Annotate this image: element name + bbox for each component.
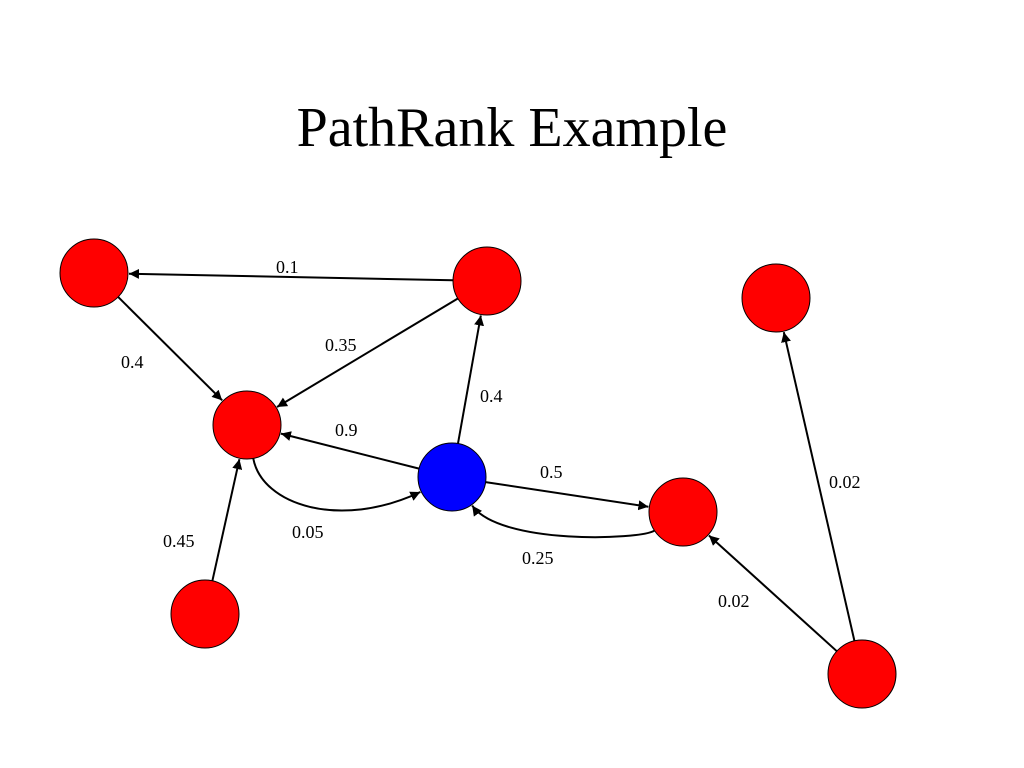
- edges: [117, 268, 856, 652]
- node-top-middle: [452, 246, 522, 316]
- edge-label-bottom-left-to-middle-left: 0.45: [163, 531, 195, 551]
- nodes: [59, 238, 897, 709]
- node-middle-left: [212, 390, 282, 460]
- edge-center-to-top-middle: [456, 315, 485, 444]
- node-top-right: [741, 263, 811, 333]
- edge-label-middle-left-to-center: 0.05: [292, 522, 324, 542]
- edge-bottom-right-to-middle-right: [708, 534, 838, 652]
- edge-bottom-right-to-top-right: [781, 331, 856, 642]
- node-bottom-left: [170, 579, 240, 649]
- edge-top-middle-to-middle-left: [276, 297, 459, 408]
- edge-middle-right-to-center: [471, 505, 656, 539]
- edge-label-top-middle-to-top-left: 0.1: [276, 257, 299, 277]
- edge-labels: 0.1 0.4 0.35 0.4 0.9 0.05 0.5 0.25 0.45 0.02 0.02: [121, 257, 861, 611]
- edge-label-center-to-middle-right: 0.5: [540, 462, 563, 482]
- node-bottom-right: [827, 639, 897, 709]
- edge-top-left-to-middle-left: [117, 296, 223, 402]
- edge-label-bottom-right-to-middle-right: 0.02: [718, 591, 750, 611]
- node-top-left: [59, 238, 129, 308]
- edge-middle-left-to-center: [252, 458, 421, 512]
- edge-label-bottom-right-to-top-right: 0.02: [829, 472, 861, 492]
- edge-bottom-left-to-middle-left: [211, 458, 243, 582]
- node-middle-right: [648, 477, 718, 547]
- edge-label-top-middle-to-middle-left: 0.35: [325, 335, 357, 355]
- edge-top-middle-to-top-left: [128, 268, 454, 282]
- edge-label-middle-right-to-center: 0.25: [522, 548, 554, 568]
- node-center: [417, 442, 487, 512]
- edge-label-center-to-middle-left: 0.9: [335, 420, 358, 440]
- edge-center-to-middle-right: [485, 481, 649, 511]
- edge-label-top-left-to-middle-left: 0.4: [121, 352, 144, 372]
- slide-title: PathRank Example: [296, 97, 728, 159]
- edge-center-to-middle-left: [280, 431, 420, 470]
- edge-label-center-to-top-middle: 0.4: [480, 386, 503, 406]
